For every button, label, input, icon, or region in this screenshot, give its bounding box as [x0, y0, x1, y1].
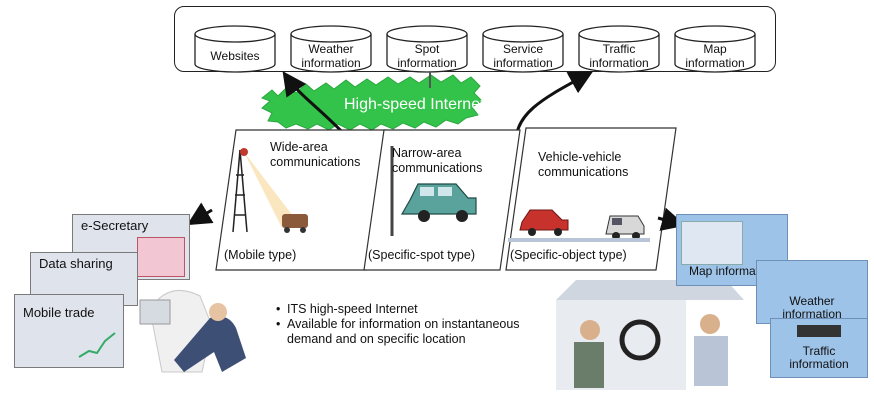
app-window-mobile-trade: Mobile trade	[14, 294, 124, 368]
panel-title-narrow-area: Narrow-area communications	[392, 146, 483, 175]
internet-cloud	[261, 74, 483, 131]
database-service: Service information	[481, 25, 565, 73]
information-sources-panel: Websites Weather information Spot inform…	[174, 6, 776, 73]
feature-bullets: ITS high-speed Internet Available for in…	[276, 302, 556, 347]
panel-type-mobile: (Mobile type)	[224, 248, 297, 262]
info-card-label: Traffic information	[789, 344, 849, 371]
panel-title-wide-area: Wide-area communications	[270, 140, 361, 169]
app-window-title: Data sharing	[39, 256, 113, 271]
info-card-label: Weather information	[782, 294, 842, 321]
database-spot: Spot information	[385, 25, 469, 73]
database-map: Map information	[673, 25, 757, 73]
database-label: Service information	[493, 42, 553, 70]
database-label: Map information	[685, 42, 745, 70]
info-card-label: Map information	[688, 264, 776, 278]
internet-label: High-speed Internet	[344, 96, 485, 113]
database-label: Websites	[210, 49, 260, 63]
database-label: Traffic information	[589, 42, 649, 70]
info-card-weather: Weather information	[756, 260, 868, 324]
database-label: Weather information	[301, 42, 361, 70]
panel-type-specific-spot: (Specific-spot type)	[368, 248, 475, 262]
database-websites: Websites	[193, 25, 277, 73]
database-weather: Weather information	[289, 25, 373, 73]
panel-title-vehicle-vehicle: Vehicle-vehicle communications	[538, 150, 629, 179]
bullet-item: Available for information on instantaneo…	[276, 317, 556, 347]
database-label: Spot information	[397, 42, 457, 70]
app-window-title: e-Secretary	[81, 218, 149, 233]
database-traffic: Traffic information	[577, 25, 661, 73]
bullet-item: ITS high-speed Internet	[276, 302, 556, 317]
panel-type-specific-object: (Specific-object type)	[510, 248, 627, 262]
info-card-map: Map information	[676, 214, 788, 286]
info-card-traffic: Traffic information	[770, 318, 868, 378]
app-window-title: Mobile trade	[23, 305, 95, 320]
